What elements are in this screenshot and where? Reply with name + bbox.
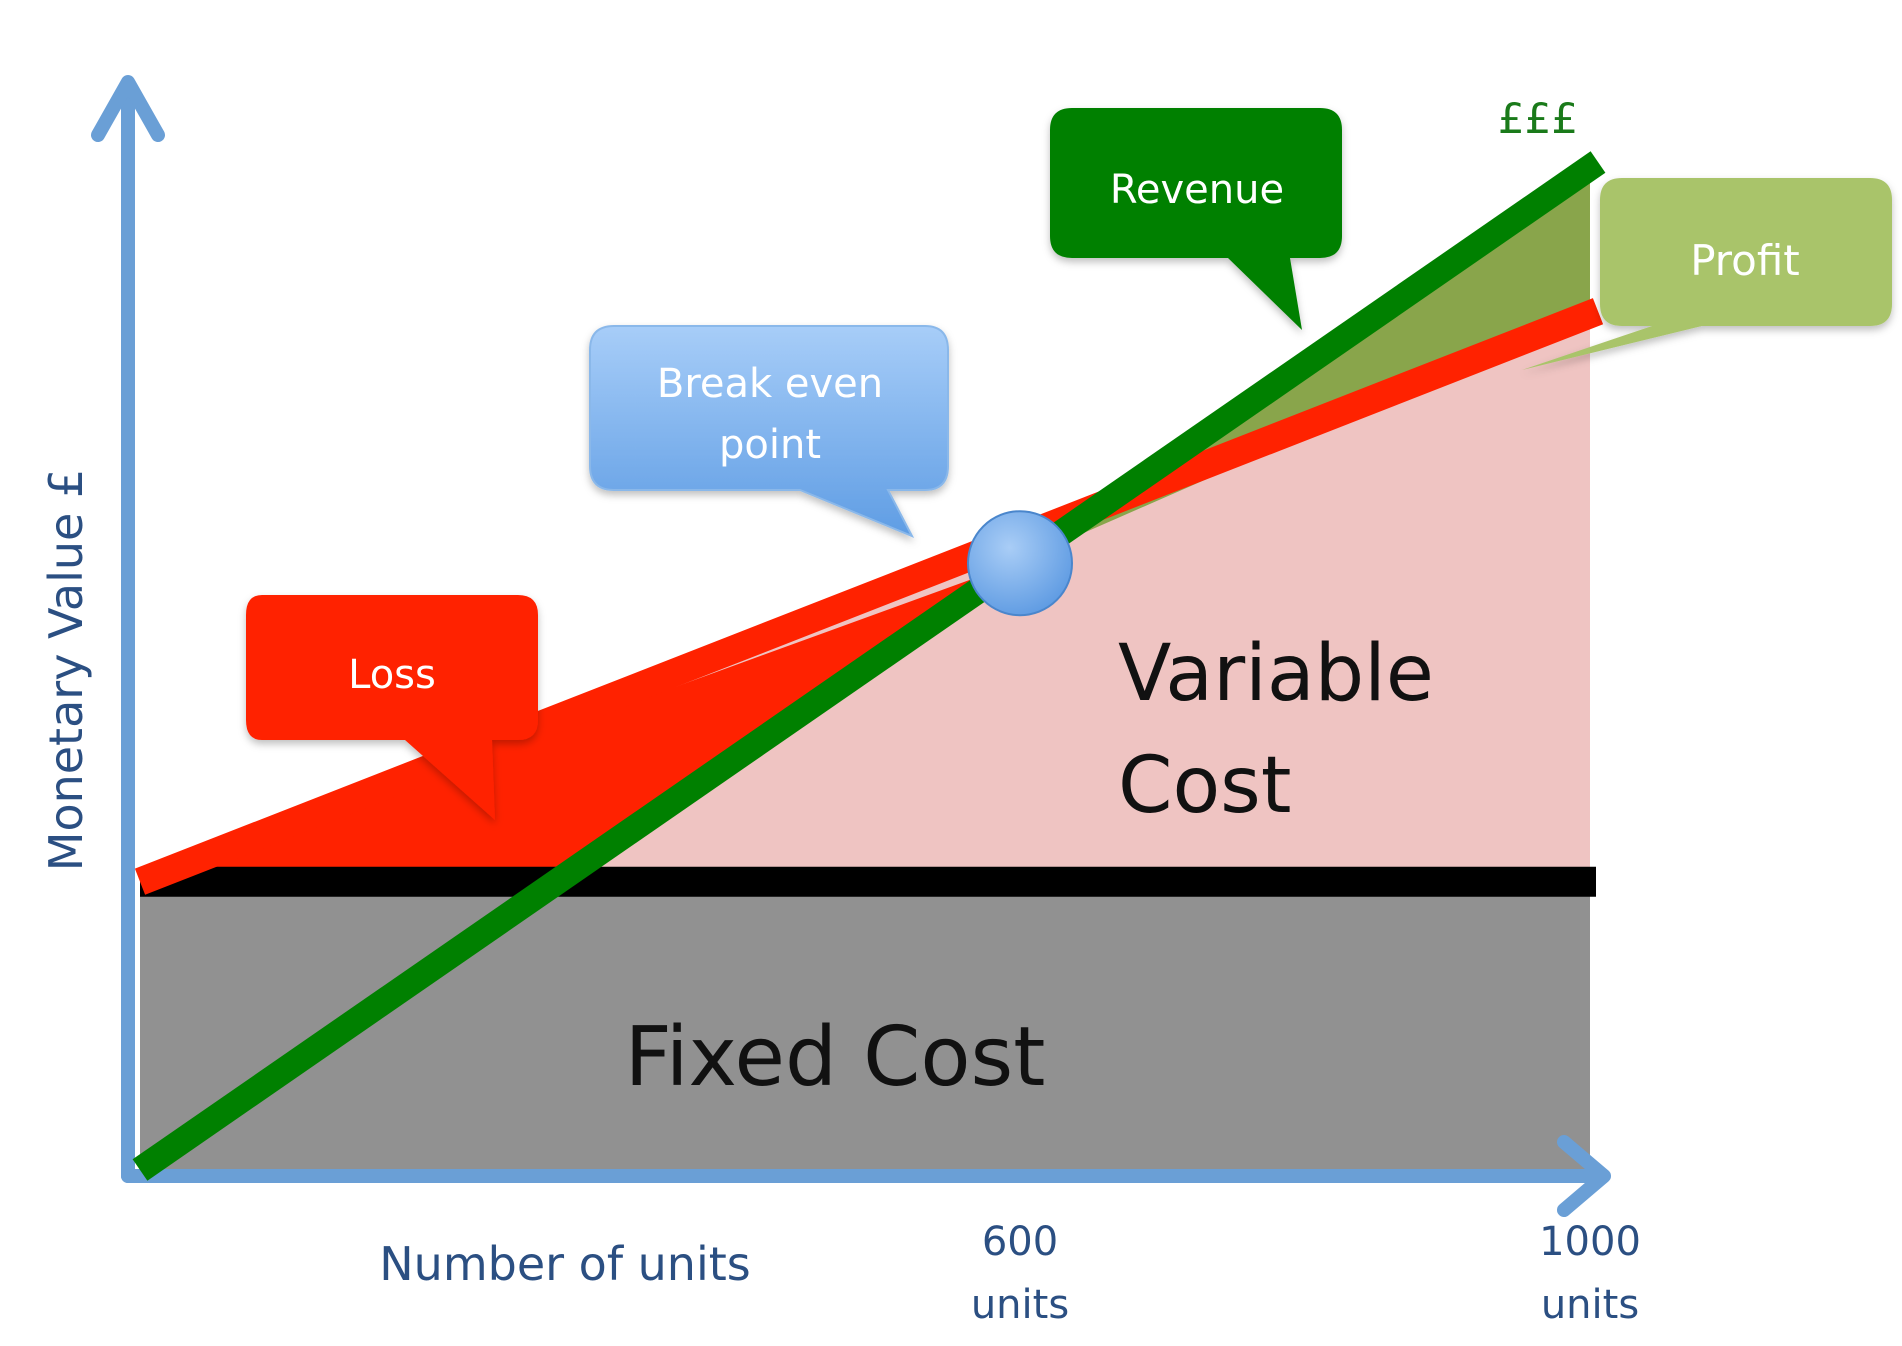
break-even-callout-text-line1: Break even	[657, 361, 883, 407]
break-even-point-marker	[967, 510, 1073, 617]
x-tick-labels: 600 units 1000 units	[971, 1219, 1641, 1328]
variable-cost-label-line-1: Variable	[1118, 629, 1434, 719]
break-even-callout: Break even point	[589, 325, 949, 538]
profit-callout: Profit	[1522, 178, 1892, 370]
fixed-cost-region	[140, 881, 1590, 1170]
variable-cost-label-line-2: Cost	[1118, 741, 1291, 831]
profit-callout-text: Profit	[1690, 236, 1800, 285]
y-axis-arrowhead	[91, 75, 165, 142]
revenue-callout: Revenue	[1050, 108, 1342, 330]
fixed-cost-label: Fixed Cost	[625, 1010, 1046, 1105]
x-tick-label-600-value: 600	[982, 1219, 1058, 1265]
x-tick-label-1000-value: 1000	[1539, 1219, 1641, 1265]
x-axis-title: Number of units	[379, 1237, 750, 1291]
loss-callout: Loss	[246, 595, 538, 820]
revenue-line	[132, 151, 1606, 1181]
total-cost-line	[134, 298, 1604, 895]
x-axis-arrowhead	[1557, 1135, 1611, 1217]
x-tick-label-600-unit: units	[971, 1282, 1069, 1328]
revenue-callout-text: Revenue	[1110, 167, 1284, 213]
y-axis-title: Monetary Value £	[39, 469, 93, 871]
monetary-top-label: £££	[1498, 94, 1578, 143]
loss-callout-text: Loss	[348, 652, 436, 698]
break-even-callout-text-line2: point	[719, 422, 821, 468]
x-tick-label-1000-unit: units	[1541, 1282, 1639, 1328]
